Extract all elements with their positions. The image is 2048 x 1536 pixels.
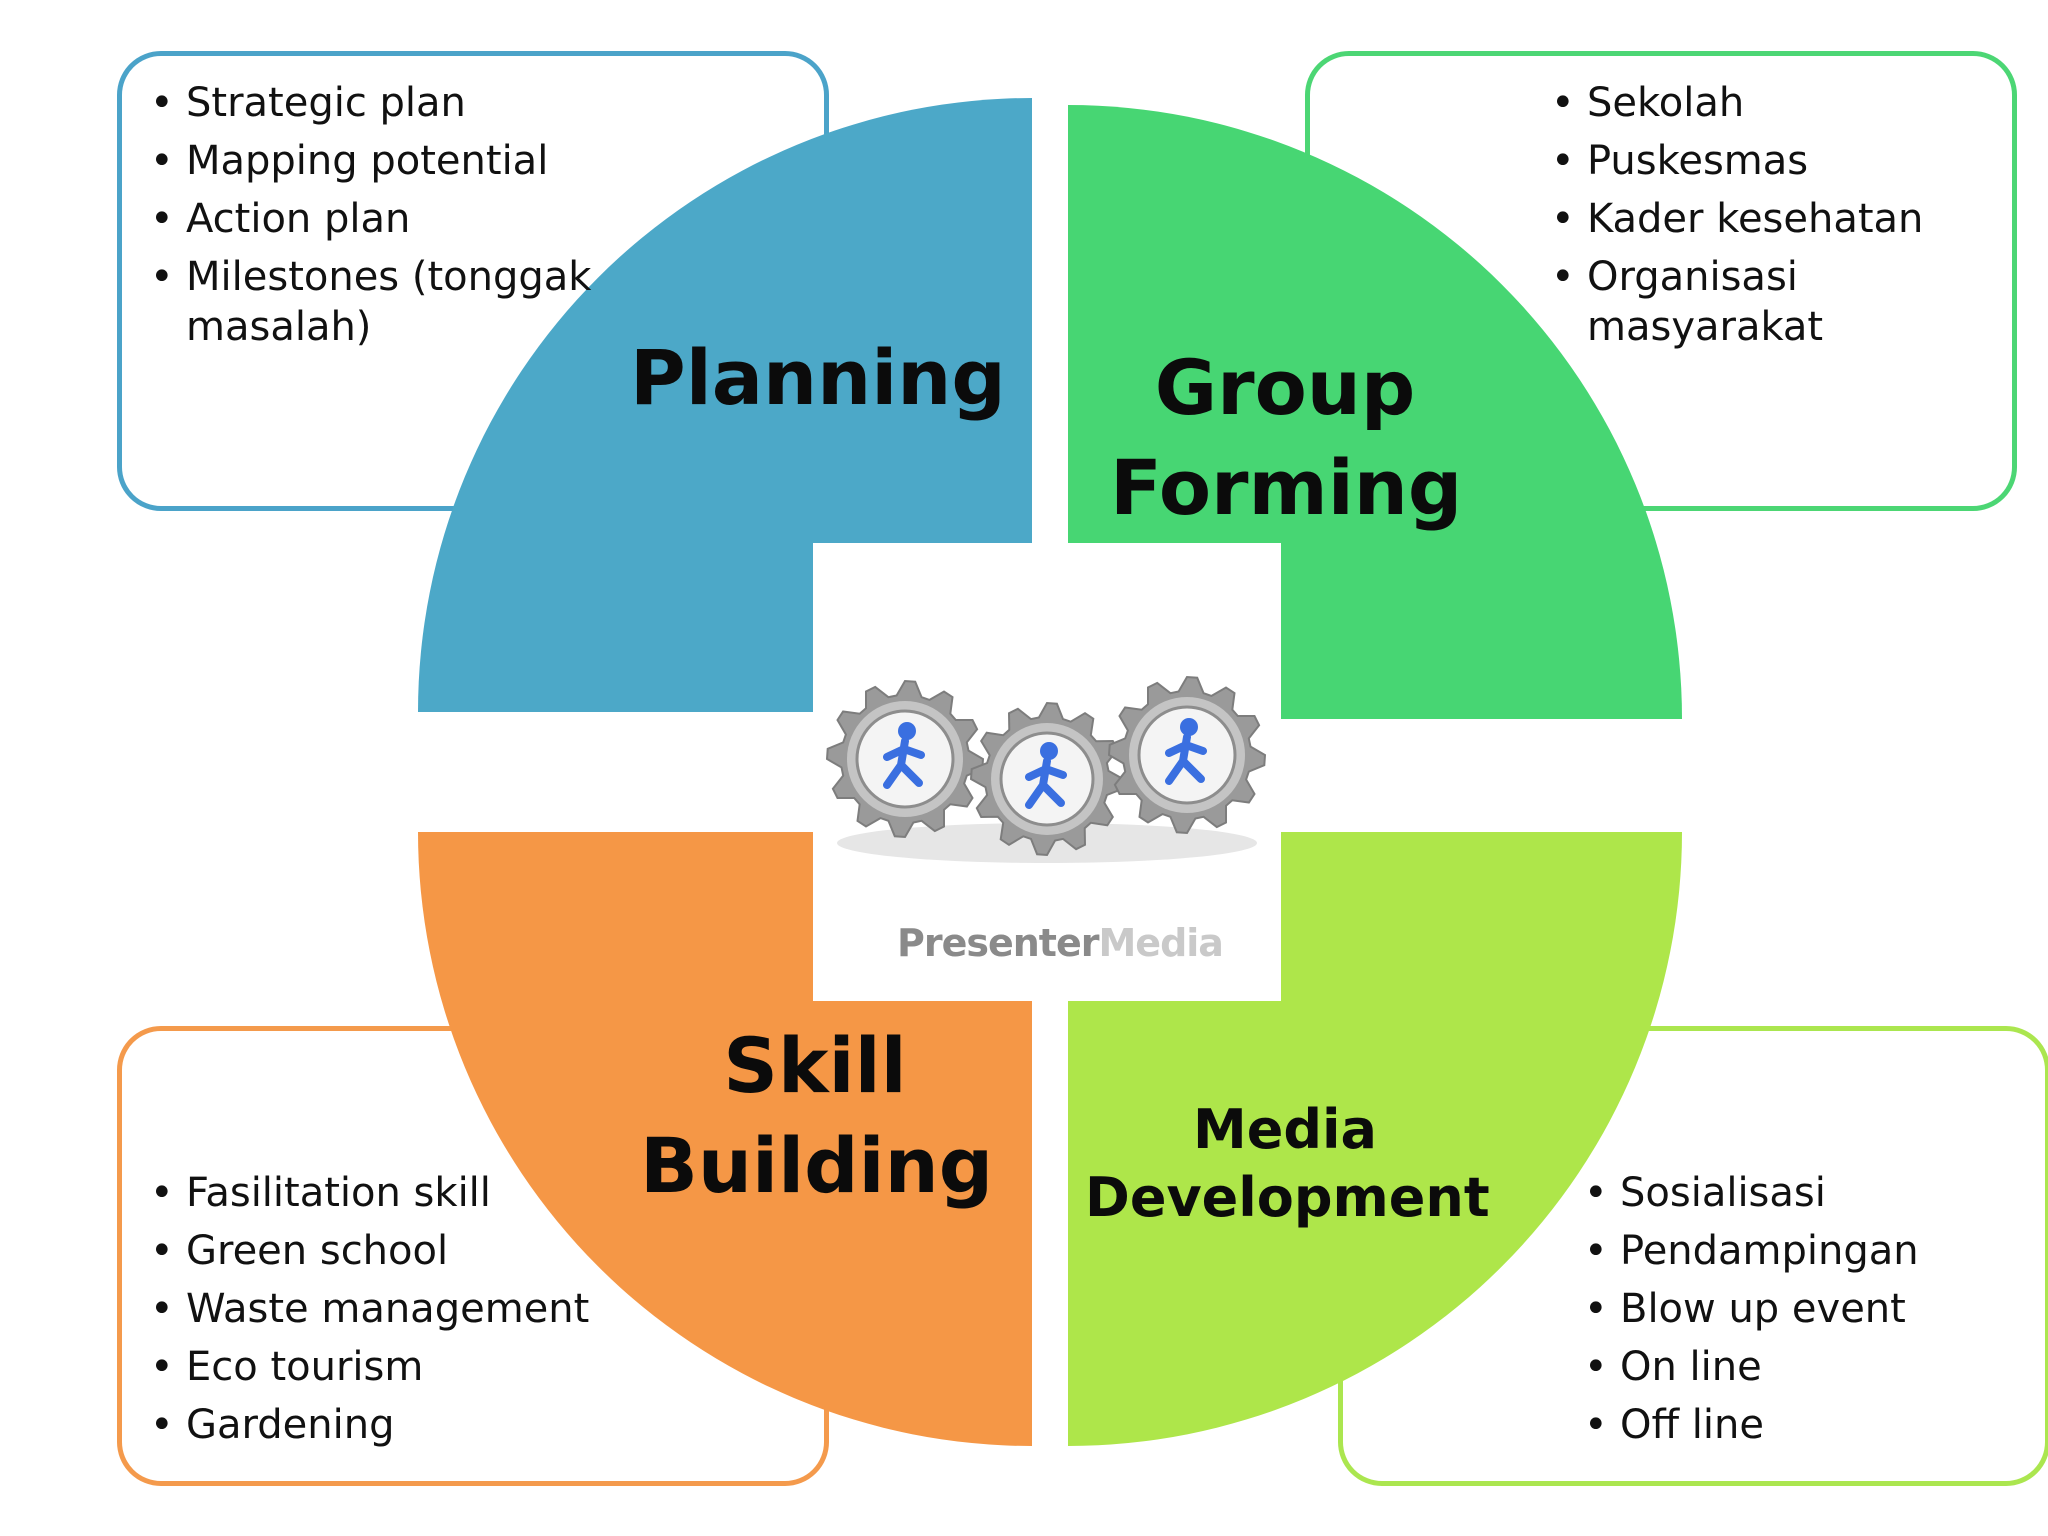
list-item: Fasilitation skill	[150, 1168, 626, 1218]
list-item: Off line	[1584, 1400, 2040, 1450]
media-development-title-line: Media	[1193, 1098, 1377, 1161]
list-item: Green school	[150, 1226, 626, 1276]
list-item: Organisasi masyarakat	[1551, 252, 1987, 352]
presentermedia-logo: PresenterMedia	[897, 921, 1224, 965]
planning-list: Strategic plan Mapping potential Action …	[150, 78, 606, 360]
media-development-title: Media Development	[1085, 1096, 1490, 1232]
list-item: Sekolah	[1551, 78, 1987, 128]
media-development-title-line: Development	[1085, 1166, 1490, 1229]
list-item: Sosialisasi	[1584, 1168, 2040, 1218]
list-item: Milestones (tonggak masalah)	[150, 252, 606, 352]
list-item: Mapping potential	[150, 136, 606, 186]
list-item: Waste management	[150, 1284, 626, 1334]
list-item: Pendampingan	[1584, 1226, 2040, 1276]
skill-building-title-line: Skill	[723, 1021, 907, 1110]
logo-part-media: Media	[1098, 921, 1223, 965]
planning-title-line: Planning	[630, 333, 1006, 422]
list-item: Gardening	[150, 1400, 626, 1450]
logo-part-presenter: Presenter	[897, 921, 1099, 965]
skill-building-title-line: Building	[640, 1121, 994, 1210]
gear-icon	[969, 701, 1125, 857]
skill-building-list: Fasilitation skill Green school Waste ma…	[150, 1168, 626, 1458]
group-forming-title-line: Forming	[1110, 443, 1463, 532]
planning-title: Planning	[630, 330, 1006, 426]
media-development-list: Sosialisasi Pendampingan Blow up event O…	[1584, 1168, 2040, 1458]
list-item: Blow up event	[1584, 1284, 2040, 1334]
center-image-panel: PresenterMedia	[813, 543, 1281, 1001]
gear-icon	[825, 679, 985, 839]
gears-illustration	[825, 675, 1267, 863]
list-item: Puskesmas	[1551, 136, 1987, 186]
list-item: On line	[1584, 1342, 2040, 1392]
list-item: Action plan	[150, 194, 606, 244]
group-forming-title: Group Forming	[1110, 338, 1463, 538]
list-item: Eco tourism	[150, 1342, 626, 1392]
group-forming-title-line: Group	[1154, 343, 1416, 432]
group-forming-list: Sekolah Puskesmas Kader kesehatan Organi…	[1551, 78, 1987, 360]
skill-building-title: Skill Building	[640, 1016, 994, 1216]
list-item: Kader kesehatan	[1551, 194, 1987, 244]
gear-icon	[1107, 675, 1267, 835]
list-item: Strategic plan	[150, 78, 606, 128]
